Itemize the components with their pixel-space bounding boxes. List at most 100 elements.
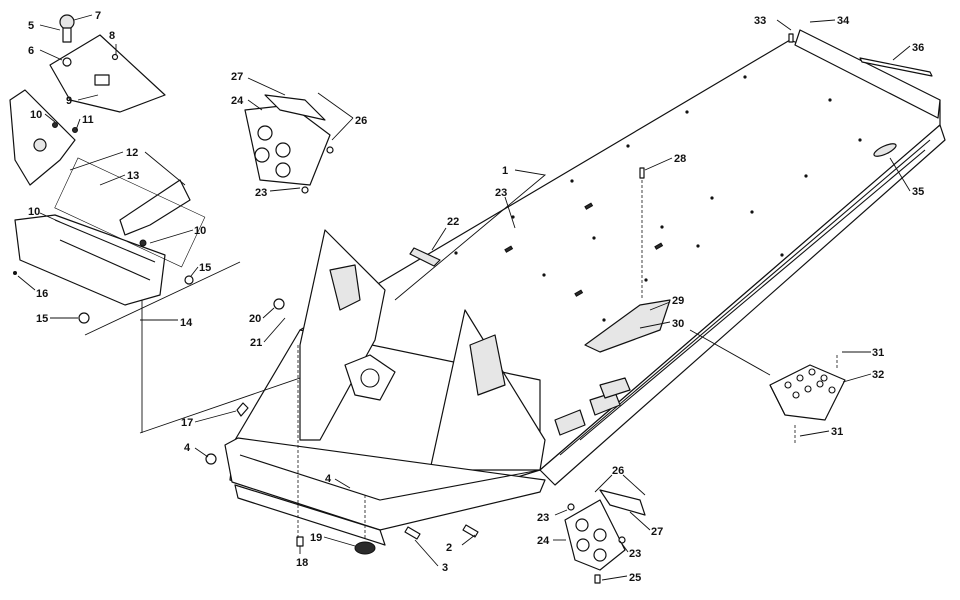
callout-31a: 31 <box>842 347 884 359</box>
svg-text:23: 23 <box>537 512 549 524</box>
svg-text:14: 14 <box>180 317 193 329</box>
callout-3: 3 <box>414 539 448 574</box>
svg-text:24: 24 <box>537 535 550 547</box>
left-upright-plate <box>299 229 386 441</box>
svg-text:27: 27 <box>651 526 663 538</box>
svg-text:18: 18 <box>296 557 308 569</box>
svg-text:16: 16 <box>36 288 48 300</box>
callout-12: 12 <box>69 147 186 186</box>
callout-23c: 23 <box>537 509 568 524</box>
svg-text:32: 32 <box>872 369 884 381</box>
svg-text:25: 25 <box>629 572 641 584</box>
svg-text:20: 20 <box>249 313 261 325</box>
lower-mount-plate <box>564 489 646 584</box>
callout-27a: 27 <box>231 71 286 96</box>
front-lower-rail <box>224 437 546 531</box>
svg-text:19: 19 <box>310 532 322 544</box>
svg-text:11: 11 <box>82 114 94 126</box>
callout-26a: 26 <box>317 92 367 141</box>
svg-text:23: 23 <box>495 187 507 199</box>
callout-32: 32 <box>842 369 884 383</box>
svg-text:17: 17 <box>181 417 193 429</box>
callout-22: 22 <box>431 216 459 251</box>
callout-27b: 27 <box>629 511 663 538</box>
foot-pad <box>584 299 671 353</box>
svg-text:31: 31 <box>872 347 884 359</box>
svg-text:28: 28 <box>674 153 686 165</box>
svg-text:26: 26 <box>612 465 624 477</box>
svg-text:29: 29 <box>672 295 684 307</box>
side-plate <box>14 214 166 306</box>
svg-text:3: 3 <box>442 562 448 574</box>
tunnel-rivet-holes <box>454 75 862 322</box>
svg-text:21: 21 <box>250 337 262 349</box>
svg-text:4: 4 <box>325 473 332 485</box>
callout-26b: 26 <box>594 465 646 496</box>
callout-8: 8 <box>109 30 117 55</box>
callout-23d: 23 <box>619 540 641 560</box>
callout-33: 33 <box>754 15 792 31</box>
svg-text:10: 10 <box>30 109 42 121</box>
svg-text:35: 35 <box>912 186 924 198</box>
callout-23b: 23 <box>495 187 516 229</box>
svg-text:23: 23 <box>255 187 267 199</box>
callout-14: 14 <box>140 317 193 329</box>
callout-11: 11 <box>75 114 94 131</box>
callout-18: 18 <box>296 546 308 569</box>
footrest-plate <box>769 355 846 445</box>
callout-24a: 24 <box>231 95 263 111</box>
fasteners <box>205 33 933 555</box>
svg-text:4: 4 <box>184 442 191 454</box>
callout-30: 30 <box>639 318 684 330</box>
heat-shield <box>49 34 166 113</box>
callout-6: 6 <box>28 45 63 61</box>
left-parts-cluster <box>9 14 241 433</box>
callout-16: 16 <box>17 275 48 300</box>
callout-31b: 31 <box>799 426 843 438</box>
svg-text:10: 10 <box>28 206 40 218</box>
callout-25: 25 <box>601 572 641 584</box>
callout-2: 2 <box>446 534 476 554</box>
steering-bracket <box>9 89 76 186</box>
svg-text:5: 5 <box>28 20 34 32</box>
callout-29: 29 <box>649 295 684 311</box>
svg-text:1: 1 <box>502 165 508 177</box>
callout-5: 5 <box>28 20 61 32</box>
callout-23a: 23 <box>255 187 301 199</box>
callout-28: 28 <box>644 153 686 171</box>
callout-36: 36 <box>892 42 924 61</box>
callout-9: 9 <box>66 94 99 107</box>
svg-text:6: 6 <box>28 45 34 57</box>
callout-15a: 15 <box>190 262 211 277</box>
front-bulkhead <box>224 229 631 546</box>
callout-21: 21 <box>250 317 286 349</box>
svg-text:2: 2 <box>446 542 452 554</box>
callout-34: 34 <box>809 15 850 27</box>
callout-10b: 10 <box>28 206 61 223</box>
callouts: 1 2 3 4 4 5 6 7 8 9 10 10 10 11 12 13 14… <box>17 10 924 584</box>
svg-text:22: 22 <box>447 216 459 228</box>
knob-part <box>59 14 75 30</box>
svg-text:13: 13 <box>127 170 139 182</box>
callout-13: 13 <box>99 170 139 186</box>
upper-mount-plate <box>244 94 334 194</box>
callout-4b: 4 <box>325 473 351 489</box>
svg-text:34: 34 <box>837 15 850 27</box>
callout-7: 7 <box>73 10 101 22</box>
svg-text:30: 30 <box>672 318 684 330</box>
svg-text:31: 31 <box>831 426 843 438</box>
svg-text:9: 9 <box>66 95 72 107</box>
callout-17: 17 <box>181 410 237 429</box>
svg-text:8: 8 <box>109 30 115 42</box>
callout-10c: 10 <box>149 225 206 244</box>
callout-10a: 10 <box>30 109 56 123</box>
support-bracket <box>119 179 191 236</box>
callout-24b: 24 <box>537 535 566 547</box>
svg-text:24: 24 <box>231 95 244 107</box>
svg-text:26: 26 <box>355 115 367 127</box>
svg-text:7: 7 <box>95 10 101 22</box>
svg-text:27: 27 <box>231 71 243 83</box>
callout-35: 35 <box>889 157 924 198</box>
callout-4a: 4 <box>184 442 209 458</box>
